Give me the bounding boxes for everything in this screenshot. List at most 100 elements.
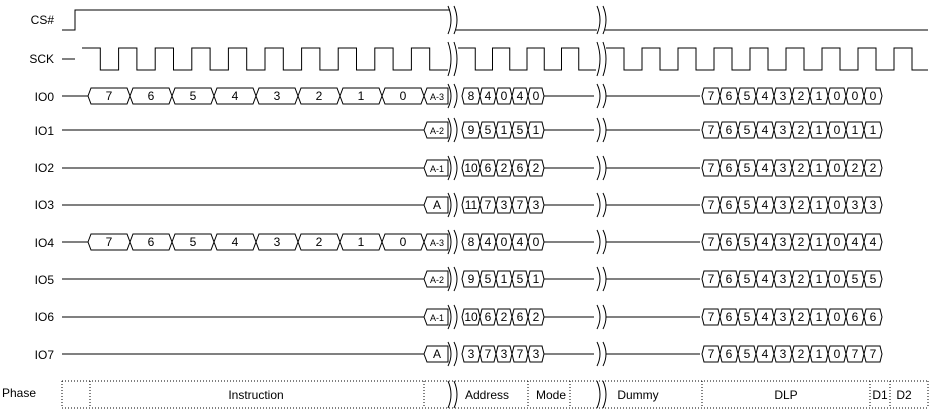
- io5-dlp-bit: 3: [780, 272, 787, 286]
- io6-addr-bit: 10: [464, 310, 478, 324]
- io1-addr-bit: 5: [517, 123, 524, 137]
- io7-break-2-b: [603, 342, 606, 366]
- io4-instruction-bit: 5: [190, 235, 197, 249]
- io0-dlp-bit: 3: [780, 89, 787, 103]
- io0-break-1-b: [454, 84, 457, 108]
- io6-dlp-bit: 6: [726, 310, 733, 324]
- sck-break-1-a: [448, 42, 451, 76]
- io2-dlp-bit: 3: [780, 161, 787, 175]
- io3-dlp-bit: 5: [744, 198, 751, 212]
- phase-mode: Mode: [536, 388, 566, 402]
- io6-addr-bit: 2: [501, 310, 508, 324]
- io1-d2-bit: 1: [870, 123, 877, 137]
- io1-addr-first: A-2: [430, 126, 444, 136]
- phase-address: Address: [465, 388, 509, 402]
- io4-break-2-a: [597, 230, 600, 254]
- io3-addr-bit: 7: [517, 198, 524, 212]
- io6-addr-first: A-1: [430, 313, 444, 323]
- io4-instruction-bit: 2: [316, 235, 323, 249]
- io5-dlp-bit: 2: [798, 272, 805, 286]
- io1-addr-bit: 9: [468, 123, 475, 137]
- cs-waveform: [62, 10, 450, 30]
- io7-break-2-a: [597, 342, 600, 366]
- io0-instruction-bit: 2: [316, 89, 323, 103]
- io5-dlp-bit: 1: [816, 272, 823, 286]
- io5-dlp-bit: 6: [726, 272, 733, 286]
- io0-label: IO0: [35, 90, 55, 104]
- io1-dlp-bit: 4: [762, 123, 769, 137]
- io0-instruction-bit: 0: [400, 89, 407, 103]
- io7-addr-bit: 3: [468, 347, 475, 361]
- io0-instruction-bit: 5: [190, 89, 197, 103]
- io4-instruction-bit: 7: [106, 235, 113, 249]
- io6-dlp-bit: 5: [744, 310, 751, 324]
- sck-waveform-segment: [82, 48, 448, 70]
- io4-dlp-bit: 7: [708, 235, 715, 249]
- io4-addr-bit: 0: [501, 235, 508, 249]
- sck-break-2-b: [603, 42, 606, 76]
- io0-instruction-bit: 4: [232, 89, 239, 103]
- io7-dlp-bit: 3: [780, 347, 787, 361]
- sck-break-2-a: [597, 42, 600, 76]
- io1-dlp-bit: 0: [834, 123, 841, 137]
- io0-addr-bit: 8: [468, 89, 475, 103]
- io2-label: IO2: [35, 161, 55, 175]
- io3-dlp-bit: 1: [816, 198, 823, 212]
- io5-addr-bit: 5: [485, 272, 492, 286]
- io1-break-2-b: [603, 118, 606, 142]
- io4-d2-bit: 4: [870, 235, 877, 249]
- io6-break-2-b: [603, 305, 606, 329]
- io4-addr-bit: 8: [468, 235, 475, 249]
- io5-dlp-bit: 7: [708, 272, 715, 286]
- io3-break-2-a: [597, 193, 600, 217]
- io6-d1-bit: 6: [852, 310, 859, 324]
- io5-addr-bit: 9: [468, 272, 475, 286]
- io1-dlp-bit: 3: [780, 123, 787, 137]
- io7-break-1-b: [454, 342, 457, 366]
- io5-d1-bit: 5: [852, 272, 859, 286]
- io2-dlp-bit: 5: [744, 161, 751, 175]
- phase-d1: D1: [872, 388, 888, 402]
- phase-break-1-b: [454, 381, 457, 408]
- io7-addr-bit: 7: [485, 347, 492, 361]
- io0-instruction-bit: 7: [106, 89, 113, 103]
- io4-dlp-bit: 1: [816, 235, 823, 249]
- io0-break-2-a: [597, 84, 600, 108]
- io3-d2-bit: 3: [870, 198, 877, 212]
- io5-addr-bit: 1: [533, 272, 540, 286]
- io2-break-2-a: [597, 156, 600, 180]
- sck-label: SCK: [29, 52, 54, 66]
- io2-dlp-bit: 1: [816, 161, 823, 175]
- io7-addr-bit: 3: [501, 347, 508, 361]
- phase-break-2-a: [597, 381, 600, 408]
- phase-d2: D2: [896, 388, 912, 402]
- io3-d1-bit: 3: [852, 198, 859, 212]
- io0-d1-bit: 0: [852, 89, 859, 103]
- phase-dlp: DLP: [774, 388, 797, 402]
- io0-instruction-bit: 1: [358, 89, 365, 103]
- io0-dlp-bit: 6: [726, 89, 733, 103]
- io6-break-1-b: [454, 305, 457, 329]
- io4-addr-bit: 4: [517, 235, 524, 249]
- io1-d1-bit: 1: [852, 123, 859, 137]
- io2-dlp-bit: 7: [708, 161, 715, 175]
- io0-dlp-bit: 1: [816, 89, 823, 103]
- io5-label: IO5: [35, 273, 55, 287]
- io2-d1-bit: 2: [852, 161, 859, 175]
- io7-addr-first: A: [433, 347, 441, 361]
- io3-dlp-bit: 2: [798, 198, 805, 212]
- io3-dlp-bit: 3: [780, 198, 787, 212]
- io4-instruction-bit: 6: [148, 235, 155, 249]
- io6-dlp-bit: 7: [708, 310, 715, 324]
- io5-dlp-bit: 0: [834, 272, 841, 286]
- io4-dlp-bit: 4: [762, 235, 769, 249]
- io0-d2-bit: 0: [870, 89, 877, 103]
- io3-break-2-b: [603, 193, 606, 217]
- io0-addr-bit: 4: [485, 89, 492, 103]
- bit-cells: 76543210A-3840407654321000A-295151765432…: [88, 88, 882, 362]
- io4-dlp-bit: 5: [744, 235, 751, 249]
- io2-addr-first: A-1: [430, 164, 444, 174]
- io6-dlp-bit: 4: [762, 310, 769, 324]
- io0-addr-first: A-3: [430, 92, 444, 102]
